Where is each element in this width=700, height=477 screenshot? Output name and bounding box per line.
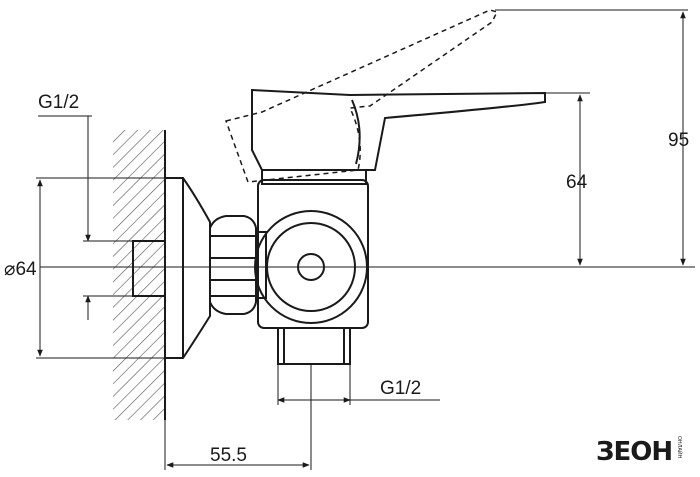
- label-diameter-64: ⌀64: [4, 259, 37, 280]
- brand-logo-text: ЗЕОН: [596, 437, 672, 467]
- wall-section: [113, 130, 166, 420]
- lever-handle: [251, 88, 546, 171]
- inlet-pipe: [132, 240, 166, 297]
- label-g12-bottom: G1/2: [380, 378, 421, 399]
- label-height-64: 64: [566, 172, 588, 193]
- brand-logo: ЗЕОН ОНЛАЙН: [596, 436, 683, 467]
- label-width-55-5: 55.5: [210, 445, 247, 466]
- brand-logo-sub: ОНЛАЙН: [676, 436, 683, 459]
- escutcheon: [165, 177, 211, 359]
- label-g12-top: G1/2: [38, 92, 79, 113]
- lever-handle-open: [225, 9, 499, 183]
- label-height-95: 95: [668, 130, 689, 151]
